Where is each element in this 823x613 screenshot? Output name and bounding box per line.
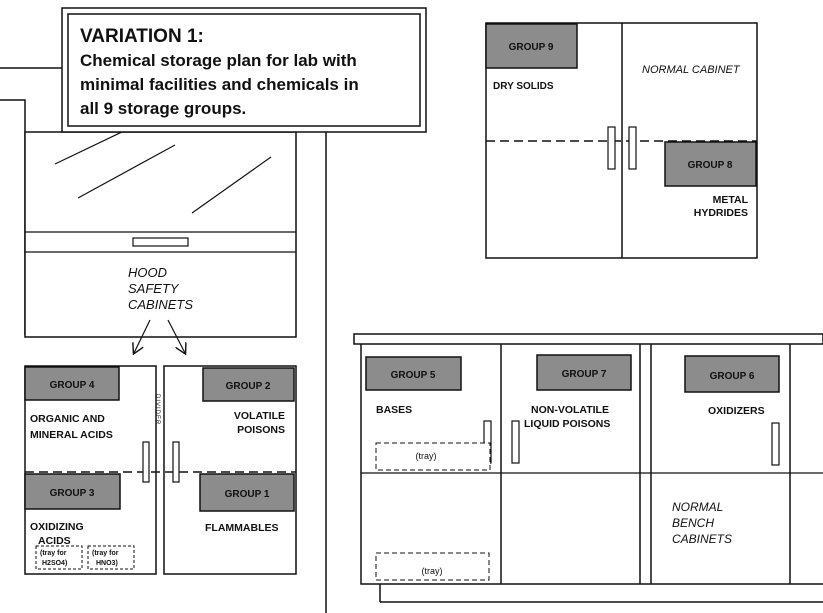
- hood-label-line3: CABINETS: [128, 297, 193, 312]
- left-door-handle: [142, 441, 150, 483]
- group-2: GROUP 2 VOLATILE POISONS: [202, 367, 295, 436]
- group-6-desc-line1: OXIDIZERS: [708, 405, 765, 417]
- title-line1: VARIATION 1:: [80, 26, 204, 47]
- tray-hno3-line2: HNO3): [96, 560, 118, 567]
- tray-hno3: [87, 545, 135, 570]
- tray-hno3-line1: (tray for: [92, 550, 119, 557]
- title-box: VARIATION 1: Chemical storage plan for l…: [61, 7, 427, 133]
- group-7-label: GROUP 7: [562, 369, 607, 380]
- top-cab-left-handle: [607, 126, 616, 170]
- bench-label-line1: NORMAL: [672, 500, 723, 514]
- bench-handle-2: [511, 420, 520, 464]
- group-5-desc-line1: BASES: [376, 404, 412, 416]
- fume-hood: HOOD SAFETY CABINETS: [24, 119, 297, 353]
- group-9-label: GROUP 9: [509, 42, 554, 53]
- title-line2: Chemical storage plan for lab with: [80, 51, 357, 70]
- tray-bases-lower: [375, 552, 490, 581]
- group-6-label: GROUP 6: [710, 371, 755, 382]
- group-2-desc-line2: POISONS: [237, 424, 285, 436]
- group-3-desc-line1: OXIDIZING: [30, 521, 84, 533]
- bench-label-line2: BENCH: [672, 516, 714, 530]
- title-line4: all 9 storage groups.: [80, 99, 246, 118]
- group-8: GROUP 8 METAL HYDRIDES: [664, 141, 757, 219]
- group-1-label: GROUP 1: [225, 489, 270, 500]
- tray-h2so4: [35, 545, 83, 570]
- group-7: GROUP 7 NON-VOLATILE LIQUID POISONS: [524, 354, 632, 430]
- group-8-desc-line1: METAL: [713, 194, 749, 206]
- hood-arrow-left: [134, 319, 151, 353]
- tray-bases-upper: [375, 442, 491, 471]
- group-4-label: GROUP 4: [50, 380, 95, 391]
- group-4-desc-line1: ORGANIC AND: [30, 413, 105, 425]
- group-2-label: GROUP 2: [226, 381, 271, 392]
- tray-bases-upper-label: (tray): [416, 451, 437, 461]
- group-7-desc-line2: LIQUID POISONS: [524, 418, 610, 430]
- top-cab-right-handle: [628, 126, 637, 170]
- group-1: GROUP 1 FLAMMABLES: [199, 473, 295, 534]
- right-door-handle: [172, 441, 180, 483]
- group-3-label: GROUP 3: [50, 488, 95, 499]
- group-7-desc-line1: NON-VOLATILE: [531, 404, 609, 416]
- hood-sash-handle: [132, 237, 189, 247]
- group-4-desc-line2: MINERAL ACIDS: [30, 429, 113, 441]
- group-3: GROUP 3 OXIDIZING ACIDS (tray for H2SO4)…: [24, 473, 135, 570]
- bench-label-line3: CABINETS: [672, 532, 732, 546]
- group-8-label: GROUP 8: [688, 160, 733, 171]
- group-9: GROUP 9 DRY SOLIDS: [485, 23, 578, 92]
- group-3-desc-line2: ACIDS: [38, 535, 71, 547]
- hood-label-line1: HOOD: [128, 265, 167, 280]
- group-9-desc-line1: DRY SOLIDS: [493, 81, 554, 92]
- hood-label-line2: SAFETY: [128, 281, 180, 296]
- group-6: GROUP 6 OXIDIZERS: [684, 355, 780, 417]
- bench-handle-3: [771, 422, 780, 466]
- tray-h2so4-line2: H2SO4): [42, 560, 67, 567]
- tray-h2so4-line1: (tray for: [40, 550, 67, 557]
- tray-bases-lower-label: (tray): [422, 566, 443, 576]
- normal-cabinet-label: NORMAL CABINET: [642, 64, 741, 76]
- group-4: GROUP 4 ORGANIC AND MINERAL ACIDS: [24, 366, 120, 441]
- hood-arrow-right: [167, 319, 185, 353]
- group-2-desc-line1: VOLATILE: [234, 410, 285, 422]
- bench-cabinets: NORMAL BENCH CABINETS: [353, 333, 823, 603]
- group-5: GROUP 5 BASES (tray) (tray): [365, 356, 491, 581]
- group-5-label: GROUP 5: [391, 370, 436, 381]
- group-1-desc-line1: FLAMMABLES: [205, 522, 279, 534]
- group-8-desc-line2: HYDRIDES: [694, 207, 748, 219]
- divider-label: DIVIDER: [154, 394, 160, 425]
- title-line3: minimal facilities and chemicals in: [80, 75, 359, 94]
